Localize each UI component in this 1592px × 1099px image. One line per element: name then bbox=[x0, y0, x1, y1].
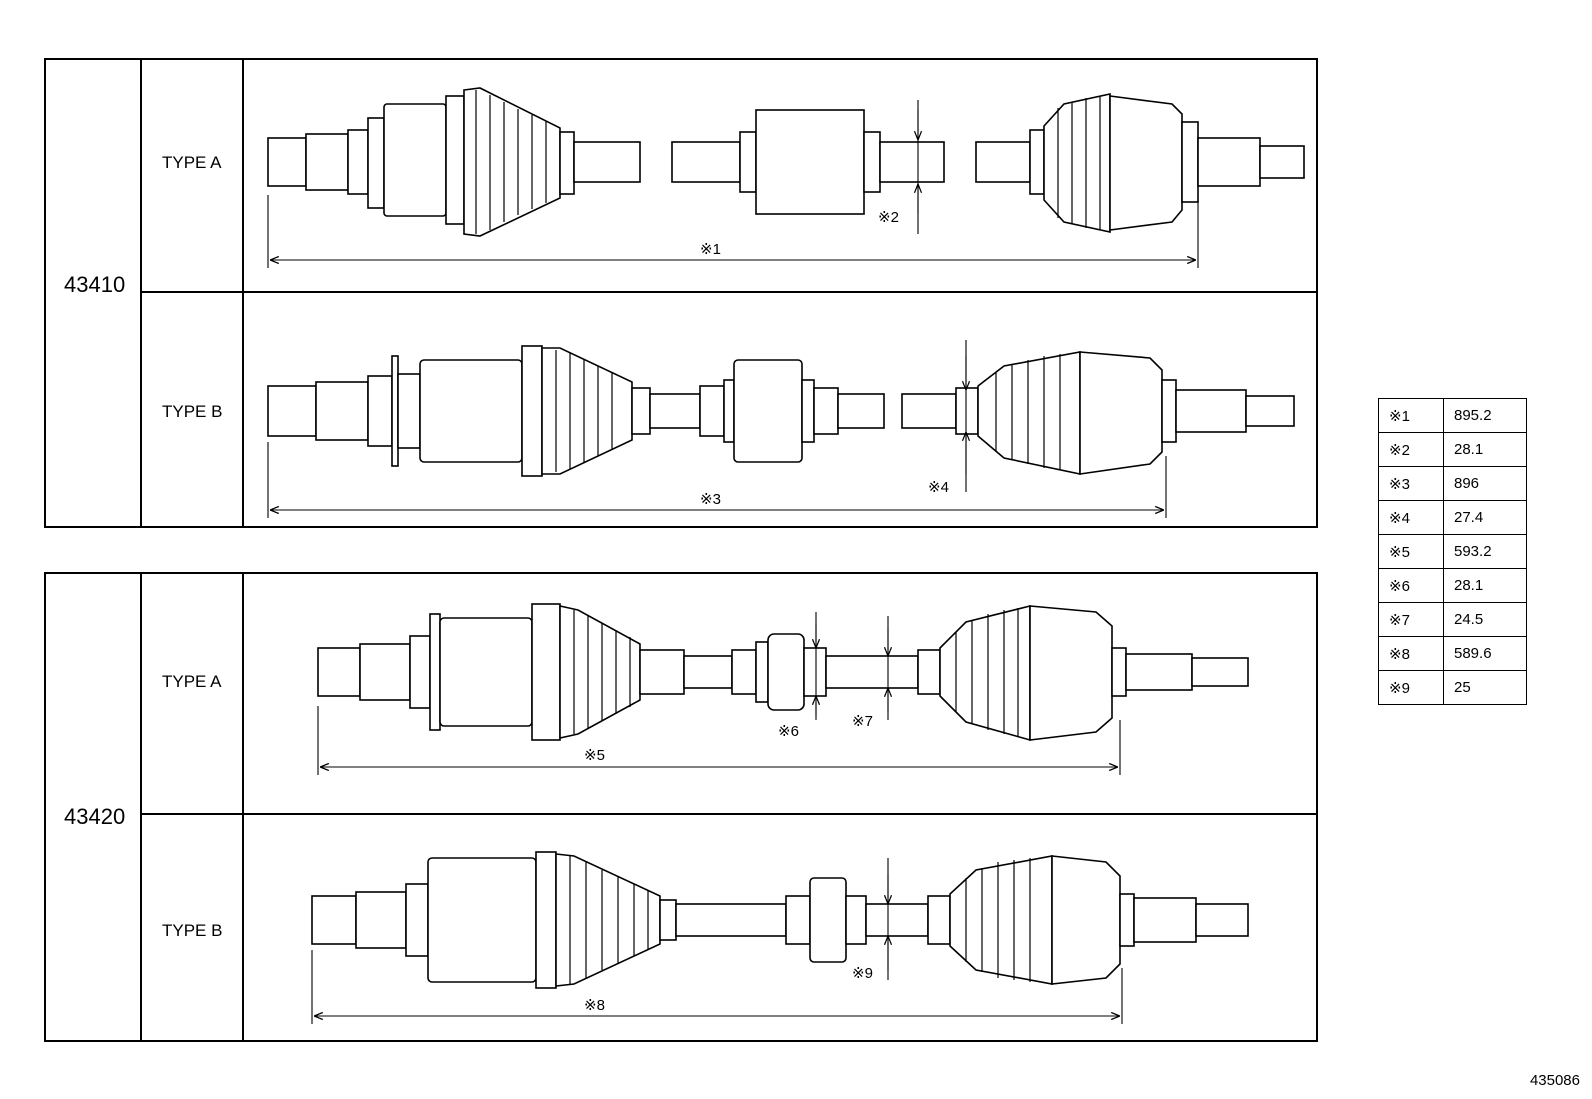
group-43420: 43420 TYPE A TYPE B bbox=[44, 572, 1318, 1042]
dimension-key: ※2 bbox=[1378, 432, 1444, 467]
dimension-key: ※3 bbox=[1378, 466, 1444, 501]
dimension-value: 589.6 bbox=[1443, 636, 1527, 671]
dimension-callout: ※3 bbox=[700, 491, 721, 508]
dimension-callout: ※7 bbox=[852, 713, 873, 730]
dimension-callout: ※1 bbox=[700, 241, 721, 258]
dimension-key: ※8 bbox=[1378, 636, 1444, 671]
dimension-callout: ※2 bbox=[878, 209, 899, 226]
part-number: 43410 bbox=[64, 272, 125, 297]
dimension-value: 25 bbox=[1443, 670, 1527, 705]
type-label: TYPE A bbox=[162, 153, 222, 172]
type-label: TYPE B bbox=[162, 921, 222, 940]
dimension-callout: ※4 bbox=[928, 479, 949, 496]
group-frame bbox=[44, 572, 1318, 1042]
dimension-key: ※1 bbox=[1378, 398, 1444, 433]
dimension-callout: ※6 bbox=[778, 723, 799, 740]
drive-shaft-drawing bbox=[267, 87, 1305, 237]
dimension-key: ※5 bbox=[1378, 534, 1444, 569]
figure-id: 435086 bbox=[1529, 1072, 1580, 1089]
dimension-key: ※7 bbox=[1378, 602, 1444, 637]
dimension-callout: ※9 bbox=[852, 965, 873, 982]
dimension-key: ※6 bbox=[1378, 568, 1444, 603]
dimension-value: 593.2 bbox=[1443, 534, 1527, 569]
dimension-value: 28.1 bbox=[1443, 432, 1527, 467]
dimension-callout: ※8 bbox=[584, 997, 605, 1014]
type-label: TYPE A bbox=[162, 672, 222, 691]
dimension-key: ※4 bbox=[1378, 500, 1444, 535]
dimension-value: 895.2 bbox=[1443, 398, 1527, 433]
dimension-callout: ※5 bbox=[584, 747, 605, 764]
part-number: 43420 bbox=[64, 804, 125, 829]
dimension-value: 28.1 bbox=[1443, 568, 1527, 603]
drive-shaft-drawing bbox=[317, 603, 1249, 742]
drive-shaft-drawing bbox=[311, 851, 1249, 989]
dimension-value: 27.4 bbox=[1443, 500, 1527, 535]
type-label: TYPE B bbox=[162, 402, 222, 421]
dimension-value: 896 bbox=[1443, 466, 1527, 501]
dimension-value: 24.5 bbox=[1443, 602, 1527, 637]
drive-shaft-drawing bbox=[267, 345, 1295, 477]
dimension-key: ※9 bbox=[1378, 670, 1444, 705]
group-43410: 43410 TYPE A TYPE B bbox=[44, 58, 1318, 528]
